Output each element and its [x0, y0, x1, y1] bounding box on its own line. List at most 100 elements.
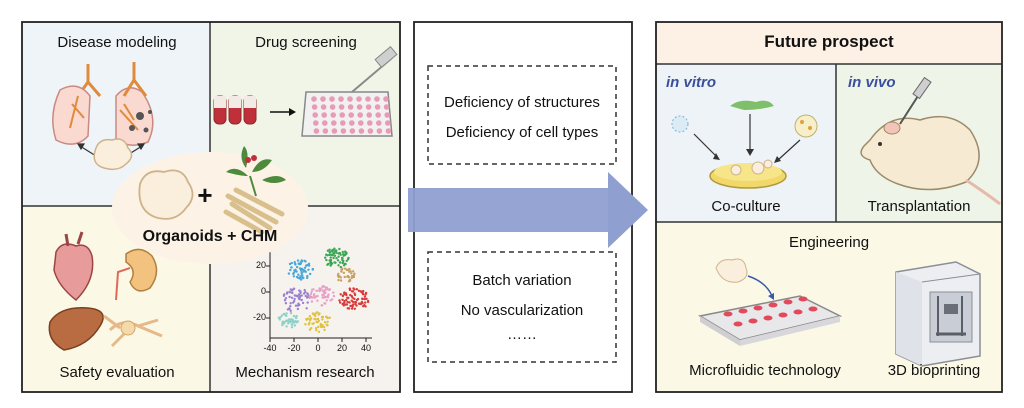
- tsne-point: [307, 262, 311, 265]
- tsne-point: [295, 270, 298, 273]
- tsne-point: [349, 293, 352, 297]
- tsne-point: [324, 288, 327, 291]
- tsne-point: [281, 323, 284, 327]
- tsne-point: [293, 299, 296, 303]
- well: [340, 128, 347, 134]
- tsne-point: [299, 275, 302, 278]
- tsne-point: [342, 304, 345, 307]
- tsne-point: [323, 321, 327, 324]
- organoid-small-icon: [93, 138, 133, 171]
- well: [329, 104, 336, 110]
- tsne-point: [321, 318, 324, 321]
- tsne-point: [351, 296, 354, 299]
- tsne-point: [305, 296, 309, 299]
- tsne-point: [285, 312, 288, 315]
- future-panel: [655, 21, 1003, 393]
- future-title-bg: [656, 22, 1002, 64]
- tsne-x-tick: 0: [315, 343, 321, 353]
- tsne-point: [283, 299, 287, 302]
- tsne-point: [325, 253, 328, 256]
- microfluidic-label: Microfluidic technology: [689, 362, 841, 379]
- tsne-point: [346, 274, 350, 278]
- tsne-point: [308, 315, 312, 318]
- future-prospect-title: Future prospect: [764, 32, 894, 51]
- well: [338, 96, 344, 102]
- well: [312, 112, 319, 118]
- tsne-point: [345, 293, 348, 297]
- tsne-point: [341, 257, 344, 260]
- tsne-point: [292, 271, 295, 275]
- tsne-point: [326, 288, 330, 291]
- well: [356, 96, 362, 102]
- organoid-arrows: [76, 143, 146, 157]
- tsne-point: [345, 268, 349, 272]
- well: [365, 96, 371, 102]
- tsne-point: [321, 324, 324, 327]
- tsne-y-tick: -20: [252, 312, 266, 322]
- tsne-point: [323, 325, 326, 329]
- tsne-point: [278, 318, 281, 321]
- tsne-plot: [266, 247, 372, 342]
- tsne-point: [328, 316, 331, 319]
- tsne-point: [332, 252, 335, 255]
- tsne-point: [351, 290, 355, 293]
- tsne-point: [359, 290, 362, 293]
- tsne-point: [285, 292, 289, 295]
- tsne-point: [330, 253, 333, 256]
- tsne-point: [281, 320, 284, 323]
- in-vivo-label: in vivo: [848, 74, 896, 91]
- tsne-point: [308, 321, 311, 324]
- tsne-point: [348, 270, 351, 273]
- tsne-point: [289, 268, 292, 272]
- chip-chamber: [808, 306, 818, 312]
- tsne-point: [292, 275, 296, 278]
- chip-chamber: [778, 312, 788, 318]
- tsne-point: [319, 325, 323, 328]
- tsne-point: [308, 328, 312, 331]
- arrow-to-plate: [270, 108, 296, 116]
- tsne-point: [279, 316, 282, 319]
- tsne-point: [299, 268, 303, 272]
- tsne-point: [282, 312, 286, 316]
- tsne-point: [287, 322, 290, 325]
- tsne-point: [324, 256, 327, 259]
- chip-chamber: [798, 296, 808, 302]
- tsne-point: [293, 261, 296, 264]
- big-arrow: [408, 172, 648, 248]
- tsne-point: [293, 297, 296, 301]
- tsne-point: [301, 274, 304, 277]
- tsne-point: [294, 304, 298, 307]
- tsne-point: [297, 273, 300, 276]
- tsne-point: [332, 291, 335, 294]
- well: [330, 112, 337, 118]
- chip-chamber: [793, 309, 803, 315]
- tsne-point: [350, 276, 353, 280]
- tsne-point: [316, 299, 319, 302]
- tsne-point: [304, 294, 307, 298]
- tsne-point: [300, 278, 303, 281]
- tsne-point: [294, 316, 298, 319]
- tsne-point: [306, 292, 309, 295]
- well: [311, 104, 318, 110]
- tsne-point: [289, 309, 292, 312]
- tsne-point: [324, 291, 327, 295]
- rat-icon: [860, 76, 1001, 206]
- tsne-point: [353, 297, 356, 301]
- tsne-point: [285, 314, 288, 318]
- liver-icon: [48, 307, 104, 351]
- bioprinting-label: 3D bioprinting: [887, 362, 981, 379]
- tsne-point: [307, 268, 310, 271]
- tsne-point: [353, 272, 356, 275]
- tsne-point: [362, 305, 365, 308]
- tsne-point: [335, 251, 338, 254]
- tsne-point: [296, 259, 300, 262]
- well: [375, 112, 382, 118]
- tsne-point: [336, 259, 340, 262]
- tsne-point: [323, 328, 326, 332]
- well: [356, 104, 363, 110]
- herb-icon: [223, 146, 286, 235]
- tsne-point: [336, 274, 340, 277]
- tsne-point: [326, 296, 330, 299]
- tsne-point: [324, 286, 327, 289]
- tsne-point: [339, 279, 343, 282]
